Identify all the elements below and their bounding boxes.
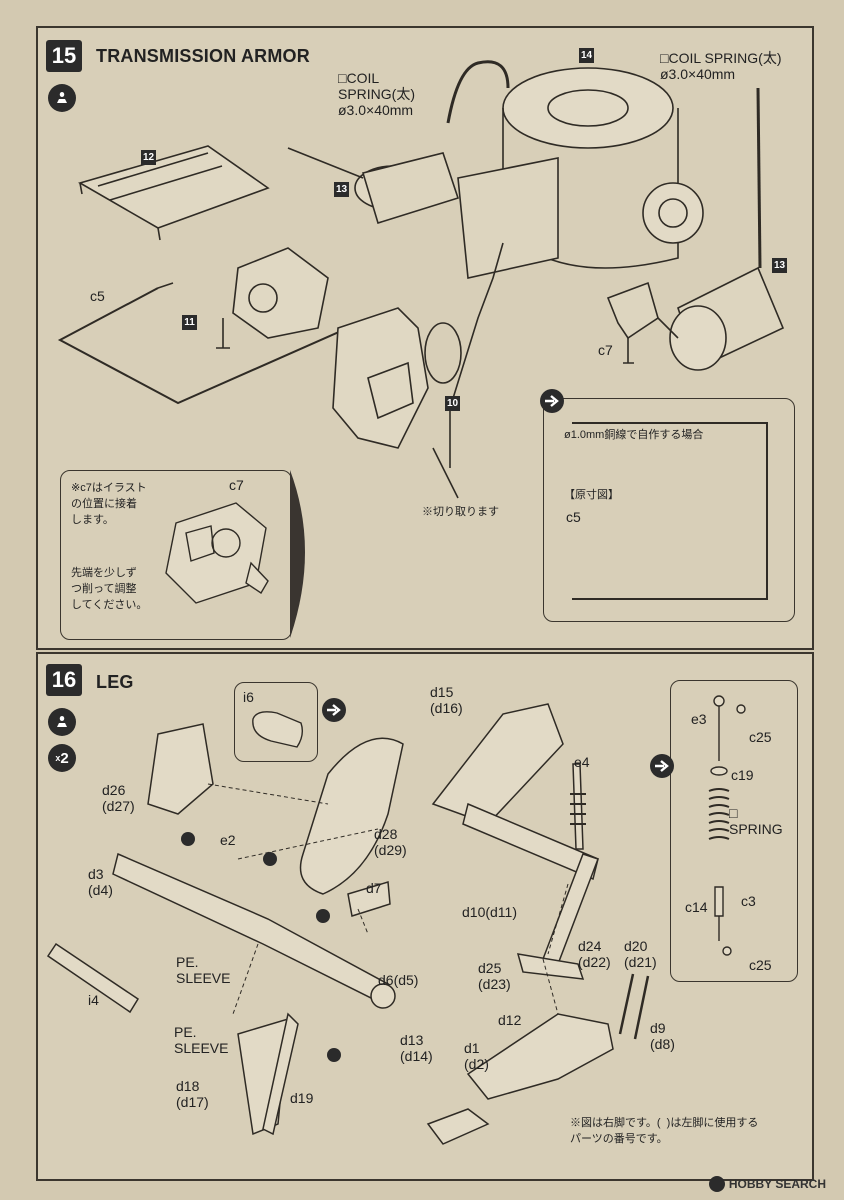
arrow-right-icon [540,389,564,413]
d24-label: d24 (d22) [578,938,611,971]
arrow-right-icon [650,754,674,778]
shock-absorber-detail-box: e3 c25 c19 □ SPRING c14 c3 c25 [670,680,798,982]
leg-diagram [46,703,650,1145]
d7-label: d7 [366,880,382,896]
d3-label: d3 (d4) [88,866,113,899]
c7-detail-illustration [165,502,269,604]
d1-label: d1 (d2) [464,1040,489,1073]
step-15-title: TRANSMISSION ARMOR [96,46,310,66]
c7-note-label: c7 [229,477,244,493]
d19-label: d19 [290,1090,314,1106]
d9-label: d9 (d8) [650,1020,675,1053]
part-tag-13-right: 13 [772,258,787,273]
c7-label: c7 [598,342,613,358]
i6-part [252,711,304,748]
part-tag-12: 12 [141,150,156,165]
e4-label: e4 [574,754,590,770]
part-tag-10: 10 [445,396,460,411]
pe-sleeve-1-label: PE. SLEEVE [176,954,231,987]
pe-sleeve-2-label: PE. SLEEVE [174,1024,229,1057]
i6-label: i6 [243,689,254,705]
glue-icon [48,84,76,112]
cut-note: ※切り取ります [422,506,499,518]
d10-label: d10(d11) [462,904,518,920]
step-15-number: 15 [46,40,82,72]
transmission-armor-diagram [57,60,785,499]
full-scale-heading: 【原寸図】 [564,489,619,501]
d15-label: d15 (d16) [430,684,463,717]
d13-label: d13 (d14) [400,1032,433,1065]
step-16-number: 16 [46,664,82,696]
c5-full-scale-box: ø1.0mm銅線で自作する場合 【原寸図】 c5 [540,389,795,622]
right-leg-footnote: ※図は右脚です。( )は左脚に使用する パーツの番号です。 [570,1117,759,1145]
shock-absorber-exploded [708,695,746,956]
c7-attach-note-box: ※c7はイラスト の位置に接着 します。 c7 先端を少しず つ削って調整 して… [60,470,292,640]
i6-detail-box: i6 [234,682,318,762]
c3-label: c3 [741,893,756,909]
c5-full-scale-wire [572,422,768,600]
c5-copper-wire-note: ø1.0mm銅線で自作する場合 [564,429,704,441]
d20-label: d20 (d21) [624,938,657,971]
watermark-text: HOBBY SEARCH [728,1177,826,1191]
hobby-search-logo-icon [708,1176,725,1192]
arrow-right-icon [322,698,346,722]
d12-label: d12 [498,1012,522,1028]
c19-label: c19 [731,767,754,783]
part-tag-13-left: 13 [334,182,349,197]
part-tag-11: 11 [182,315,197,330]
e2-label: e2 [220,832,236,848]
c5-label: c5 [90,288,105,304]
step-15-panel: 15 TRANSMISSION ARMOR [36,26,814,650]
e3-label: e3 [691,711,707,727]
glue-icon [48,708,76,736]
i4-label: i4 [88,992,99,1008]
coil-spring-right-label: □COIL SPRING(太) ø3.0×40mm [660,50,782,83]
c25-bottom-label: c25 [749,957,772,973]
d18-label: d18 (d17) [176,1078,209,1111]
coil-spring-left-label: □COIL SPRING(太) ø3.0×40mm [338,70,415,119]
c5-scale-label: c5 [566,509,581,525]
step-16-title: LEG [96,672,134,692]
c25-top-label: c25 [749,729,772,745]
c14-label: c14 [685,899,708,915]
d6-label: d6(d5) [378,972,419,988]
spring-label: □ SPRING [729,805,783,838]
c7-note-text-2: 先端を少しず つ削って調整 してください。 [71,567,148,611]
d26-label: d26 (d27) [102,782,135,815]
hull-edge-shade [290,470,305,638]
d25-label: d25 (d23) [478,960,511,993]
hobby-search-watermark: HOBBY SEARCH [708,1176,826,1192]
multiply-count: 2 [60,749,69,767]
c7-note-text-1: ※c7はイラスト の位置に接着 します。 [71,482,147,526]
d28-label: d28 (d29) [374,826,407,859]
part-tag-14: 14 [579,48,594,63]
